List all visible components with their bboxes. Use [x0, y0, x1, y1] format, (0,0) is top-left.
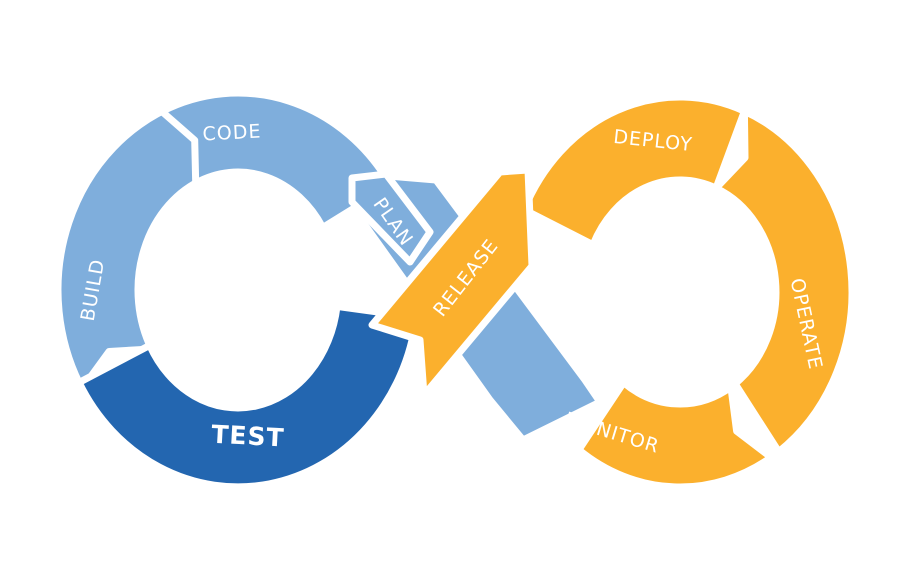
stage-label-test: TEST — [211, 420, 286, 453]
stage-build-segment — [54, 101, 210, 392]
dev-loop — [54, 89, 604, 491]
stage-test-segment — [75, 302, 420, 491]
stage-operate-segment — [712, 107, 856, 456]
stage-deploy-segment — [520, 93, 748, 249]
stage-monitor-segment — [575, 379, 775, 491]
stage-release-segment — [368, 166, 536, 399]
stage-plan-segment — [348, 170, 434, 266]
ops-loop — [368, 93, 856, 491]
stage-label-code: CODE — [202, 120, 262, 145]
